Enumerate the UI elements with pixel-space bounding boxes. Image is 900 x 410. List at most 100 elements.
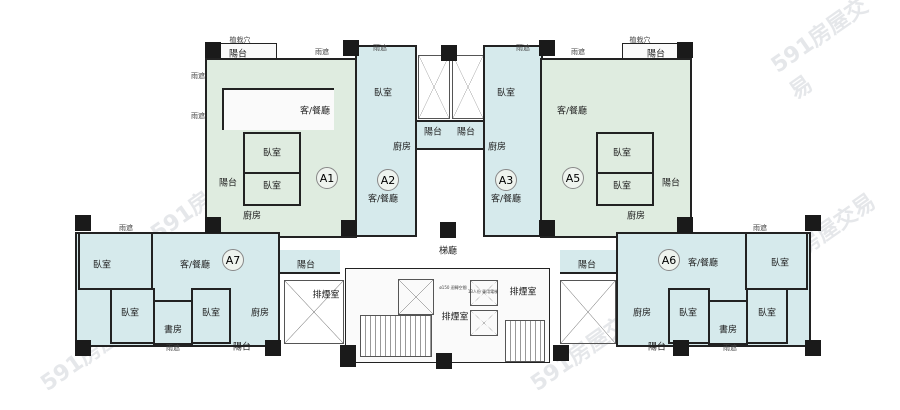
label-balcony: 陽台 bbox=[232, 342, 252, 353]
label-bedroom: 臥室 bbox=[496, 88, 516, 99]
label-bedroom: 臥室 bbox=[373, 88, 393, 99]
column bbox=[673, 340, 689, 356]
label-bedroom: 臥室 bbox=[120, 308, 140, 319]
column bbox=[436, 353, 452, 369]
label-balcony: 陽台 bbox=[577, 260, 597, 271]
label-bedroom: 臥室 bbox=[262, 148, 282, 159]
label-canopy: 雨遮 bbox=[373, 44, 387, 52]
label-living-dining: 客/餐廳 bbox=[367, 194, 399, 205]
label-smoke-room: 排煙室 bbox=[509, 287, 537, 298]
label-planter: 植栽穴 bbox=[229, 36, 251, 44]
label-living-dining: 客/餐廳 bbox=[556, 106, 588, 117]
label-canopy: 雨遮 bbox=[191, 72, 205, 80]
label-canopy: 雨遮 bbox=[516, 44, 530, 52]
void-shaft bbox=[418, 55, 450, 119]
void-shaft bbox=[560, 280, 616, 344]
column bbox=[205, 217, 221, 233]
watermark: 591房屋交易 bbox=[766, 0, 873, 105]
room-study bbox=[153, 300, 193, 345]
label-bedroom: 臥室 bbox=[757, 308, 777, 319]
column bbox=[440, 222, 456, 238]
label-bedroom: 臥室 bbox=[262, 181, 282, 192]
label-bedroom: 臥室 bbox=[92, 260, 112, 271]
label-study: 書房 bbox=[163, 325, 183, 336]
label-bedroom: 臥室 bbox=[201, 308, 221, 319]
label-canopy: 雨遮 bbox=[191, 112, 205, 120]
label-canopy: 雨遮 bbox=[166, 344, 180, 352]
label-living-dining: 客/餐廳 bbox=[687, 258, 719, 269]
column bbox=[539, 40, 555, 56]
label-living-dining: 客/餐廳 bbox=[179, 260, 211, 271]
label-bedroom: 臥室 bbox=[678, 308, 698, 319]
label-canopy: 雨遮 bbox=[119, 224, 133, 232]
elevator bbox=[398, 279, 434, 315]
label-elevator: 13人份 乘用電梯 bbox=[467, 289, 499, 294]
unit-label-a6: A6 bbox=[658, 249, 680, 271]
room-bedroom bbox=[78, 232, 153, 290]
label-kitchen: 廚房 bbox=[487, 142, 507, 153]
staircase bbox=[505, 320, 545, 362]
label-canopy: 雨遮 bbox=[315, 48, 329, 56]
balcony-a6 bbox=[560, 250, 616, 274]
label-balcony: 陽台 bbox=[296, 260, 316, 271]
label-bedroom: 臥室 bbox=[612, 148, 632, 159]
label-balcony: 陽台 bbox=[661, 178, 681, 189]
label-kitchen: 廚房 bbox=[242, 211, 262, 222]
label-balcony: 陽台 bbox=[456, 127, 476, 138]
label-smoke-room: 排煙室 bbox=[312, 290, 340, 301]
column bbox=[265, 340, 281, 356]
room-bedroom bbox=[596, 172, 654, 206]
label-kitchen: 廚房 bbox=[392, 142, 412, 153]
room-bedroom bbox=[191, 288, 231, 344]
column bbox=[805, 340, 821, 356]
label-smoke-room: 排煙室 bbox=[441, 312, 469, 323]
staircase bbox=[360, 315, 432, 357]
balcony-a7 bbox=[280, 250, 340, 274]
label-planter: 植栽穴 bbox=[629, 36, 651, 44]
wall bbox=[222, 88, 334, 130]
label-turning-space: ø150 迴轉空間 bbox=[439, 285, 467, 290]
void-shaft bbox=[452, 55, 484, 119]
column bbox=[553, 345, 569, 361]
label-canopy: 雨遮 bbox=[753, 224, 767, 232]
elevator bbox=[470, 310, 498, 336]
column bbox=[75, 340, 91, 356]
label-kitchen: 廚房 bbox=[626, 211, 646, 222]
label-elevator-hall: 梯廳 bbox=[438, 246, 458, 257]
column bbox=[205, 42, 221, 58]
room-bedroom bbox=[746, 288, 788, 344]
column bbox=[539, 220, 555, 236]
label-balcony: 陽台 bbox=[218, 178, 238, 189]
unit-label-a3: A3 bbox=[495, 169, 517, 191]
unit-label-a7: A7 bbox=[222, 249, 244, 271]
label-bedroom: 臥室 bbox=[612, 181, 632, 192]
column bbox=[341, 220, 357, 236]
label-living-dining: 客/餐廳 bbox=[490, 194, 522, 205]
column bbox=[343, 40, 359, 56]
column bbox=[441, 45, 457, 61]
elevator bbox=[470, 280, 498, 306]
column bbox=[677, 42, 693, 58]
label-canopy: 雨遮 bbox=[571, 48, 585, 56]
unit-label-a2: A2 bbox=[377, 169, 399, 191]
label-balcony: 陽台 bbox=[646, 49, 666, 60]
label-kitchen: 廚房 bbox=[632, 308, 652, 319]
label-kitchen: 廚房 bbox=[250, 308, 270, 319]
unit-label-a5: A5 bbox=[562, 167, 584, 189]
label-balcony: 陽台 bbox=[228, 49, 248, 60]
room-bedroom bbox=[243, 172, 301, 206]
label-living-dining: 客/餐廳 bbox=[299, 106, 331, 117]
label-bedroom: 臥室 bbox=[770, 258, 790, 269]
column bbox=[75, 215, 91, 231]
label-canopy: 雨遮 bbox=[723, 344, 737, 352]
label-balcony: 陽台 bbox=[647, 342, 667, 353]
column bbox=[805, 215, 821, 231]
room-bedroom bbox=[745, 232, 808, 290]
label-balcony: 陽台 bbox=[423, 127, 443, 138]
room-study bbox=[708, 300, 748, 345]
column bbox=[340, 345, 356, 367]
void-shaft bbox=[284, 280, 344, 344]
unit-label-a1: A1 bbox=[316, 167, 338, 189]
column bbox=[677, 217, 693, 233]
label-study: 書房 bbox=[718, 325, 738, 336]
